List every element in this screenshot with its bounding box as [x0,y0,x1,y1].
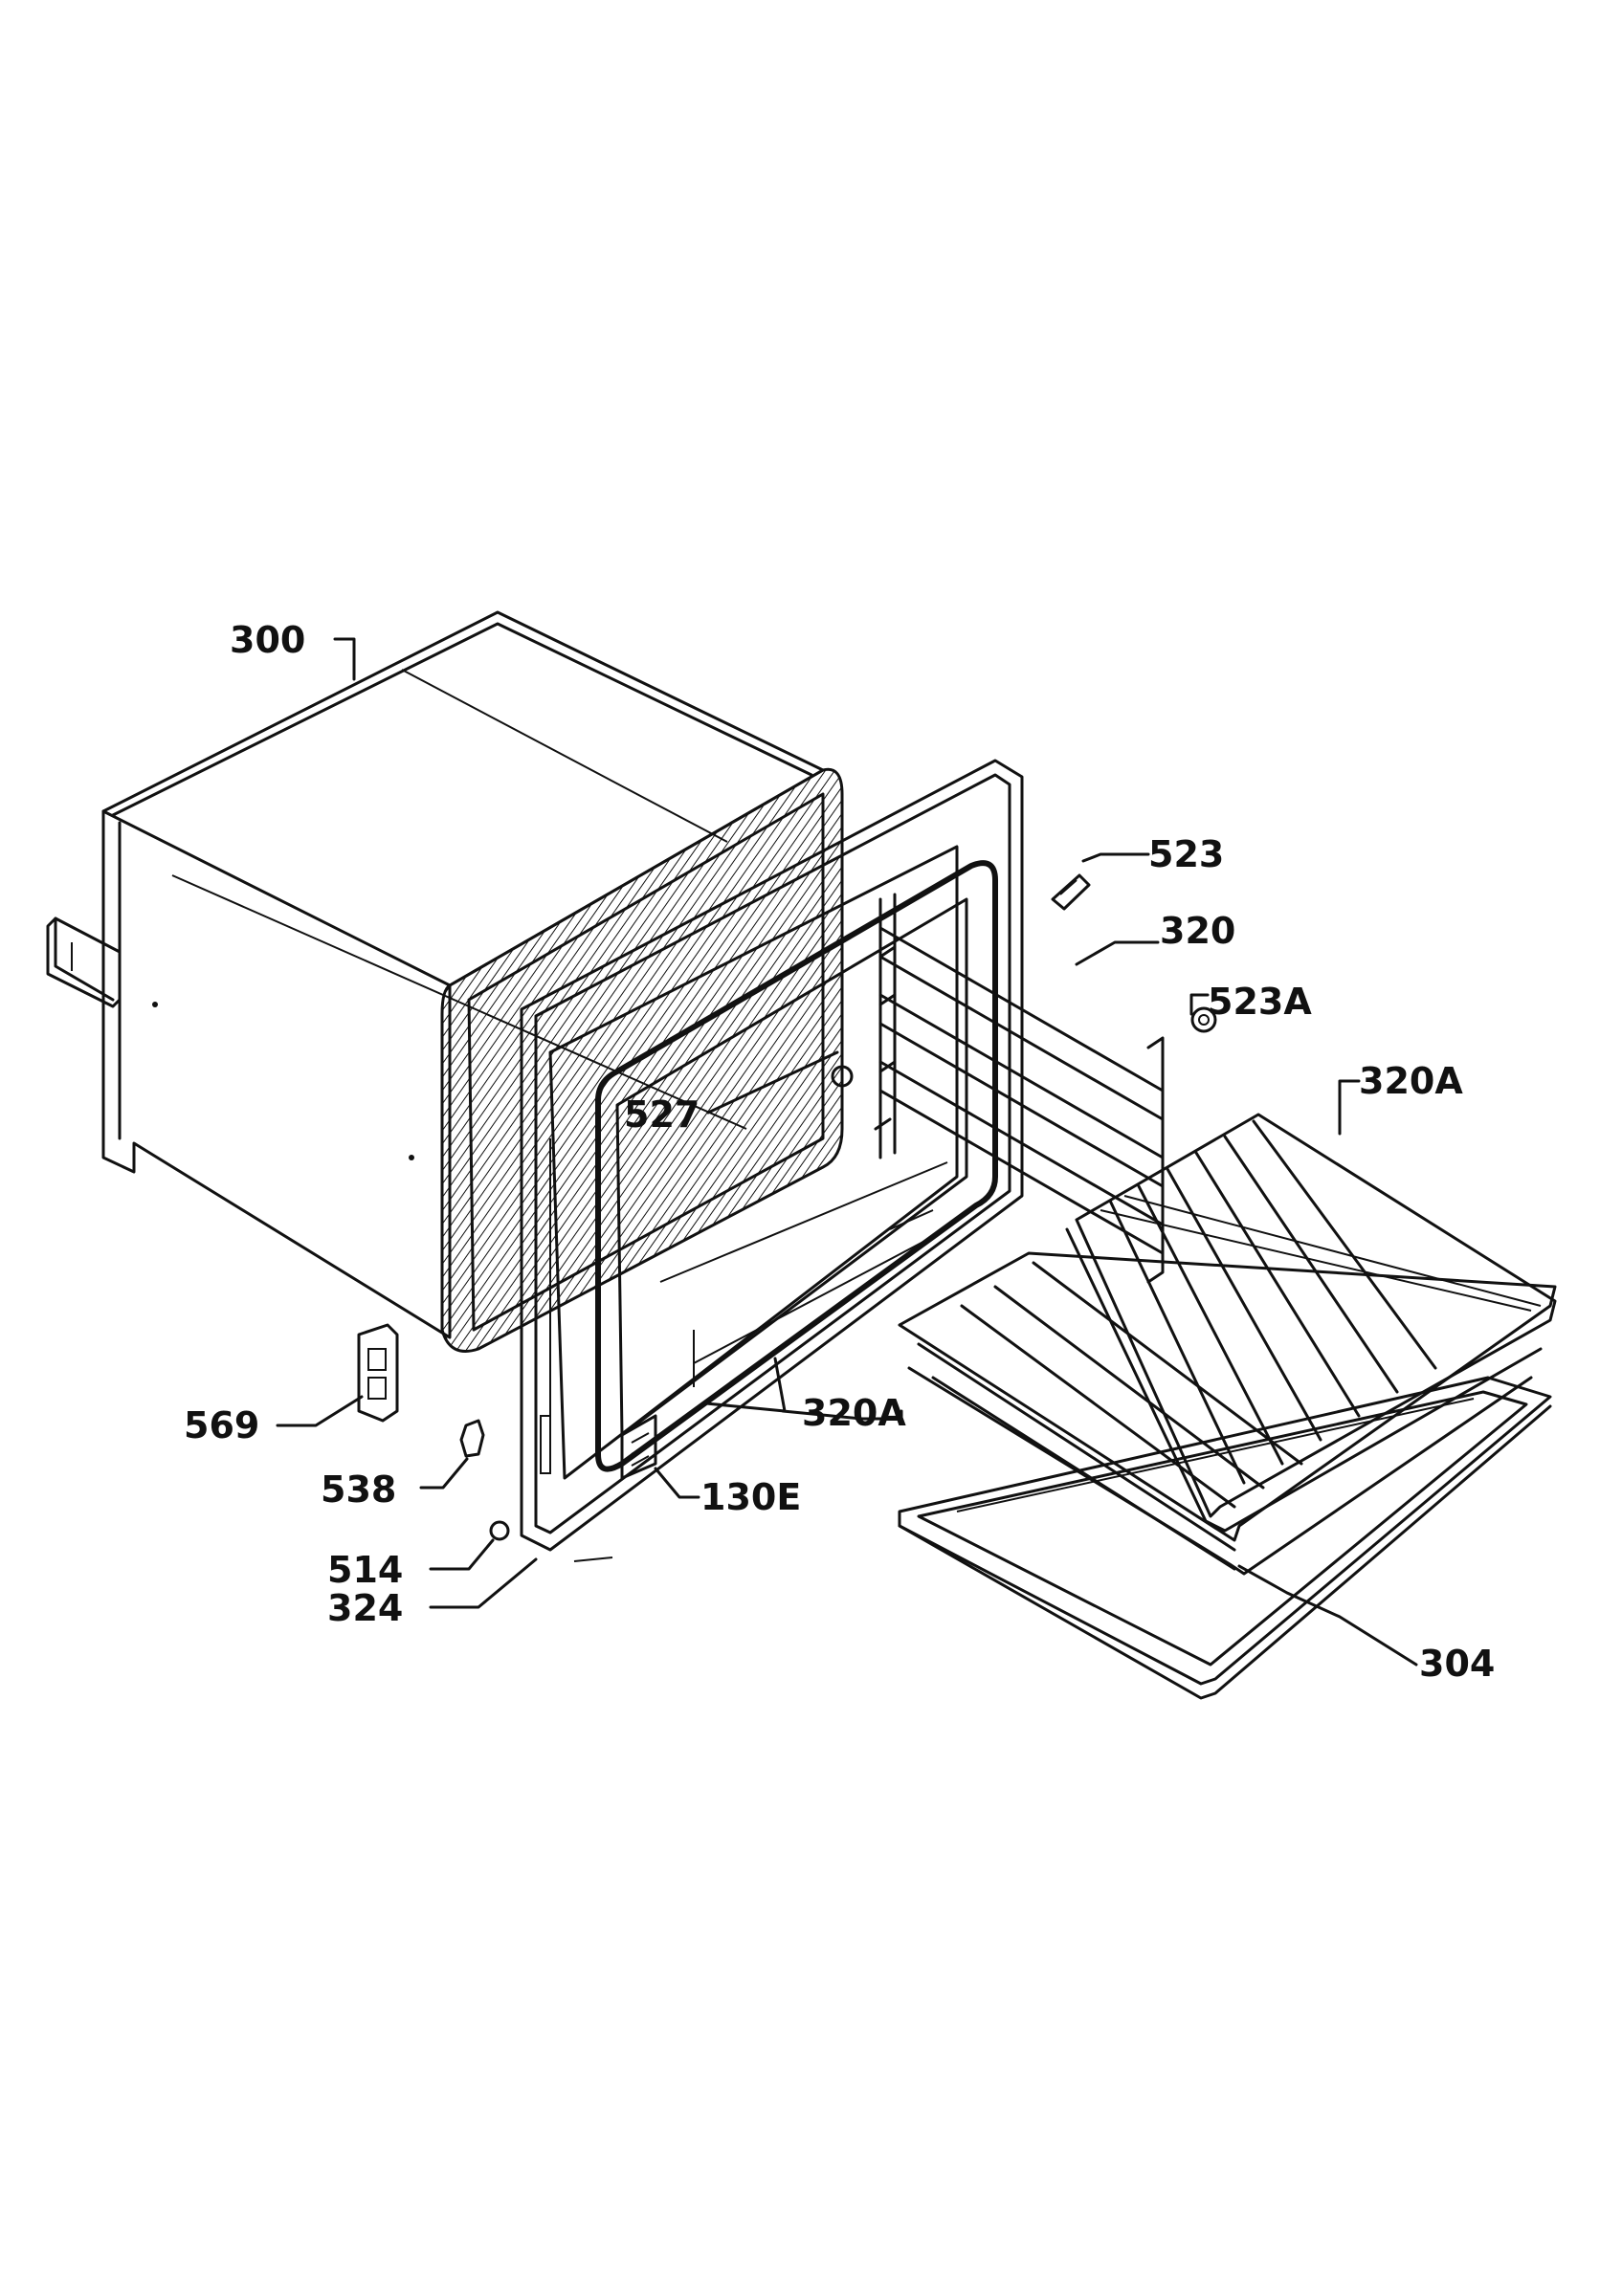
leader-lines [276,637,1418,1667]
callout-523a: 523A [1208,981,1312,1023]
callout-300: 300 [230,619,305,661]
oven-cavity [46,610,844,1353]
side-shelf-rails [878,893,1165,1284]
callout-569: 569 [184,1404,259,1446]
callout-523: 523 [1148,833,1224,875]
callout-320a-mid: 320A [802,1392,906,1434]
baking-tray [898,1376,1552,1700]
callout-527: 527 [624,1093,700,1136]
callout-320a-top: 320A [1359,1060,1463,1102]
wire-shelves [898,1113,1557,1576]
oven-front-frame [520,759,1024,1562]
callout-304: 304 [1419,1643,1495,1685]
callout-320: 320 [1160,910,1235,952]
callout-324: 324 [327,1587,403,1629]
callout-130e: 130E [700,1476,801,1518]
small-parts [357,873,1217,1541]
callout-labels: 300 523 320 523A 320A 527 320A 569 538 1… [184,619,1495,1685]
callout-514: 514 [327,1549,403,1591]
callout-538: 538 [321,1468,396,1511]
